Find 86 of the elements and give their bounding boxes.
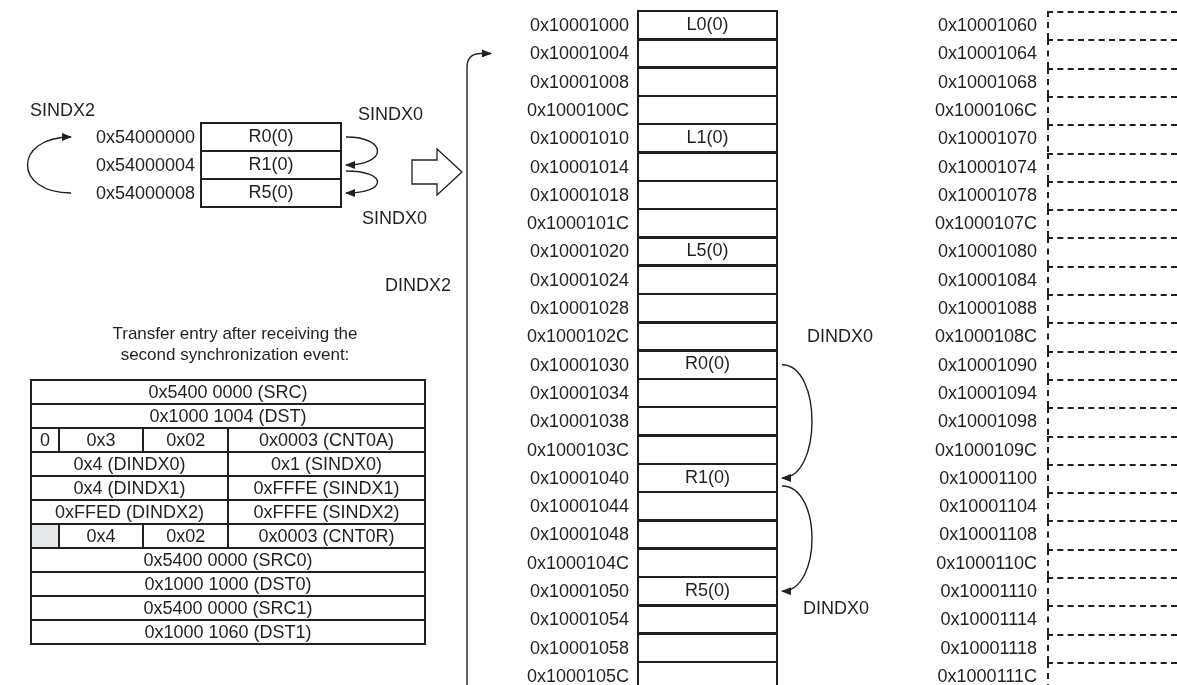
address-label: 0x1000107C — [933, 212, 1037, 236]
address-label: 0x1000100C — [525, 98, 629, 122]
address-label: 0x10001038 — [528, 410, 629, 434]
table-cell: 0xFFFE (SINDX1) — [228, 476, 425, 500]
arrow — [345, 136, 379, 169]
address-label: 0x10001028 — [528, 297, 629, 320]
memory-cell: R1(0) — [637, 462, 778, 494]
table-cell: 0xFFED (DINDX2) — [31, 500, 228, 524]
address-label: 0x1000111C — [936, 664, 1037, 685]
memory-cell: L1(0) — [637, 122, 778, 154]
address-label: 0x1000105C — [525, 664, 629, 685]
address-label: 0x10001088 — [936, 297, 1037, 320]
address-label: 0x10001054 — [528, 608, 629, 632]
address-label: 0x10001014 — [528, 155, 629, 179]
address-label: 0x10001108 — [938, 523, 1037, 547]
address-label: 0x10001044 — [528, 495, 629, 519]
address-label: 0x10001008 — [528, 70, 629, 94]
table-cell: 0xFFFE (SINDX2) — [228, 500, 425, 524]
table-cell: 0x4 — [58, 524, 144, 548]
address-label: 0x1000110C — [935, 551, 1037, 575]
table-cell: 0x0003 (CNT0R) — [228, 524, 425, 548]
arrow — [781, 364, 813, 480]
address-label: 0x10001094 — [936, 381, 1037, 405]
address-label: 0x10001004 — [528, 42, 629, 66]
memory-cell: R5(0) — [200, 177, 342, 209]
table-cell: 0x5400 0000 (SRC) — [31, 380, 425, 404]
table-cell: 0x0003 (CNT0A) — [228, 428, 425, 452]
table-cell: 0 — [31, 428, 59, 452]
address-label: 0x10001068 — [936, 70, 1037, 94]
address-label: 0x1000104C — [525, 551, 629, 575]
table-cell: 0x02 — [143, 524, 228, 548]
table-cell: 0x5400 0000 (SRC1) — [31, 596, 425, 620]
address-label: 0x54000008 — [94, 182, 195, 205]
address-label: 0x10001104 — [938, 495, 1037, 519]
table-cell: 0x1000 1000 (DST0) — [31, 572, 425, 596]
table-cell: 0x02 — [143, 428, 228, 452]
arrow — [345, 170, 379, 197]
address-label: 0x1000101C — [525, 212, 629, 236]
address-label: 0x10001018 — [528, 183, 629, 207]
table-cell: 0x4 (DINDX0) — [31, 452, 228, 476]
memory-cell: L5(0) — [637, 236, 778, 267]
address-label: 0x10001090 — [936, 353, 1037, 377]
table-heading: Transfer entry after receiving the second synchronization event: — [111, 323, 359, 365]
address-label: 0x10001114 — [939, 608, 1037, 632]
address-label: 0x10001060 — [936, 14, 1037, 37]
address-label: 0x10001034 — [528, 381, 629, 405]
memory-cell: R0(0) — [637, 349, 778, 381]
address-label: 0x10001058 — [528, 636, 629, 660]
table-cell: 0x1000 1060 (DST1) — [31, 620, 425, 644]
address-label: 0x10001098 — [936, 410, 1037, 434]
address-label: 0x10001030 — [528, 353, 629, 377]
memory-cell: R5(0) — [637, 575, 778, 607]
address-label: 0x1000108C — [933, 325, 1037, 349]
table-cell: 0x1000 1004 (DST) — [31, 404, 425, 428]
memory-cell: L0(0) — [637, 9, 778, 41]
address-label: 0x10001080 — [936, 240, 1037, 264]
address-label: 0x10001050 — [528, 580, 629, 603]
address-label: 0x10001064 — [936, 42, 1037, 66]
address-label: 0x54000000 — [94, 126, 195, 149]
table-cell: 0x5400 0000 (SRC0) — [31, 548, 425, 572]
address-label: 0x10001070 — [936, 127, 1037, 151]
address-label: 0x10001024 — [528, 268, 629, 292]
table-cell: 0x1 (SINDX0) — [228, 452, 425, 476]
address-label: 0x10001040 — [528, 466, 629, 490]
arrow — [781, 485, 813, 594]
address-label: 0x10001118 — [939, 636, 1037, 660]
address-label: 0x10001100 — [938, 466, 1037, 490]
address-label: 0x54000004 — [94, 154, 195, 177]
address-label: 0x10001084 — [936, 268, 1037, 292]
arrow — [26, 133, 72, 194]
address-label: 0x10001020 — [528, 240, 629, 264]
table-cell: 0x4 (DINDX1) — [31, 476, 228, 500]
memory-cell: R0(0) — [200, 121, 342, 153]
memory-cell: R1(0) — [200, 149, 342, 181]
address-label: 0x10001074 — [936, 155, 1037, 179]
address-label: 0x10001110 — [939, 580, 1037, 603]
address-label: 0x1000103C — [525, 438, 629, 462]
address-label: 0x1000102C — [525, 325, 629, 349]
table-cell: 0x3 — [58, 428, 144, 452]
address-label: 0x10001048 — [528, 523, 629, 547]
address-label: 0x10001010 — [528, 127, 629, 151]
address-label: 0x10001078 — [936, 183, 1037, 207]
address-label: 0x1000109C — [933, 438, 1037, 462]
address-label: 0x10001000 — [528, 14, 629, 37]
address-label: 0x1000106C — [933, 98, 1037, 122]
arrow — [466, 49, 492, 685]
